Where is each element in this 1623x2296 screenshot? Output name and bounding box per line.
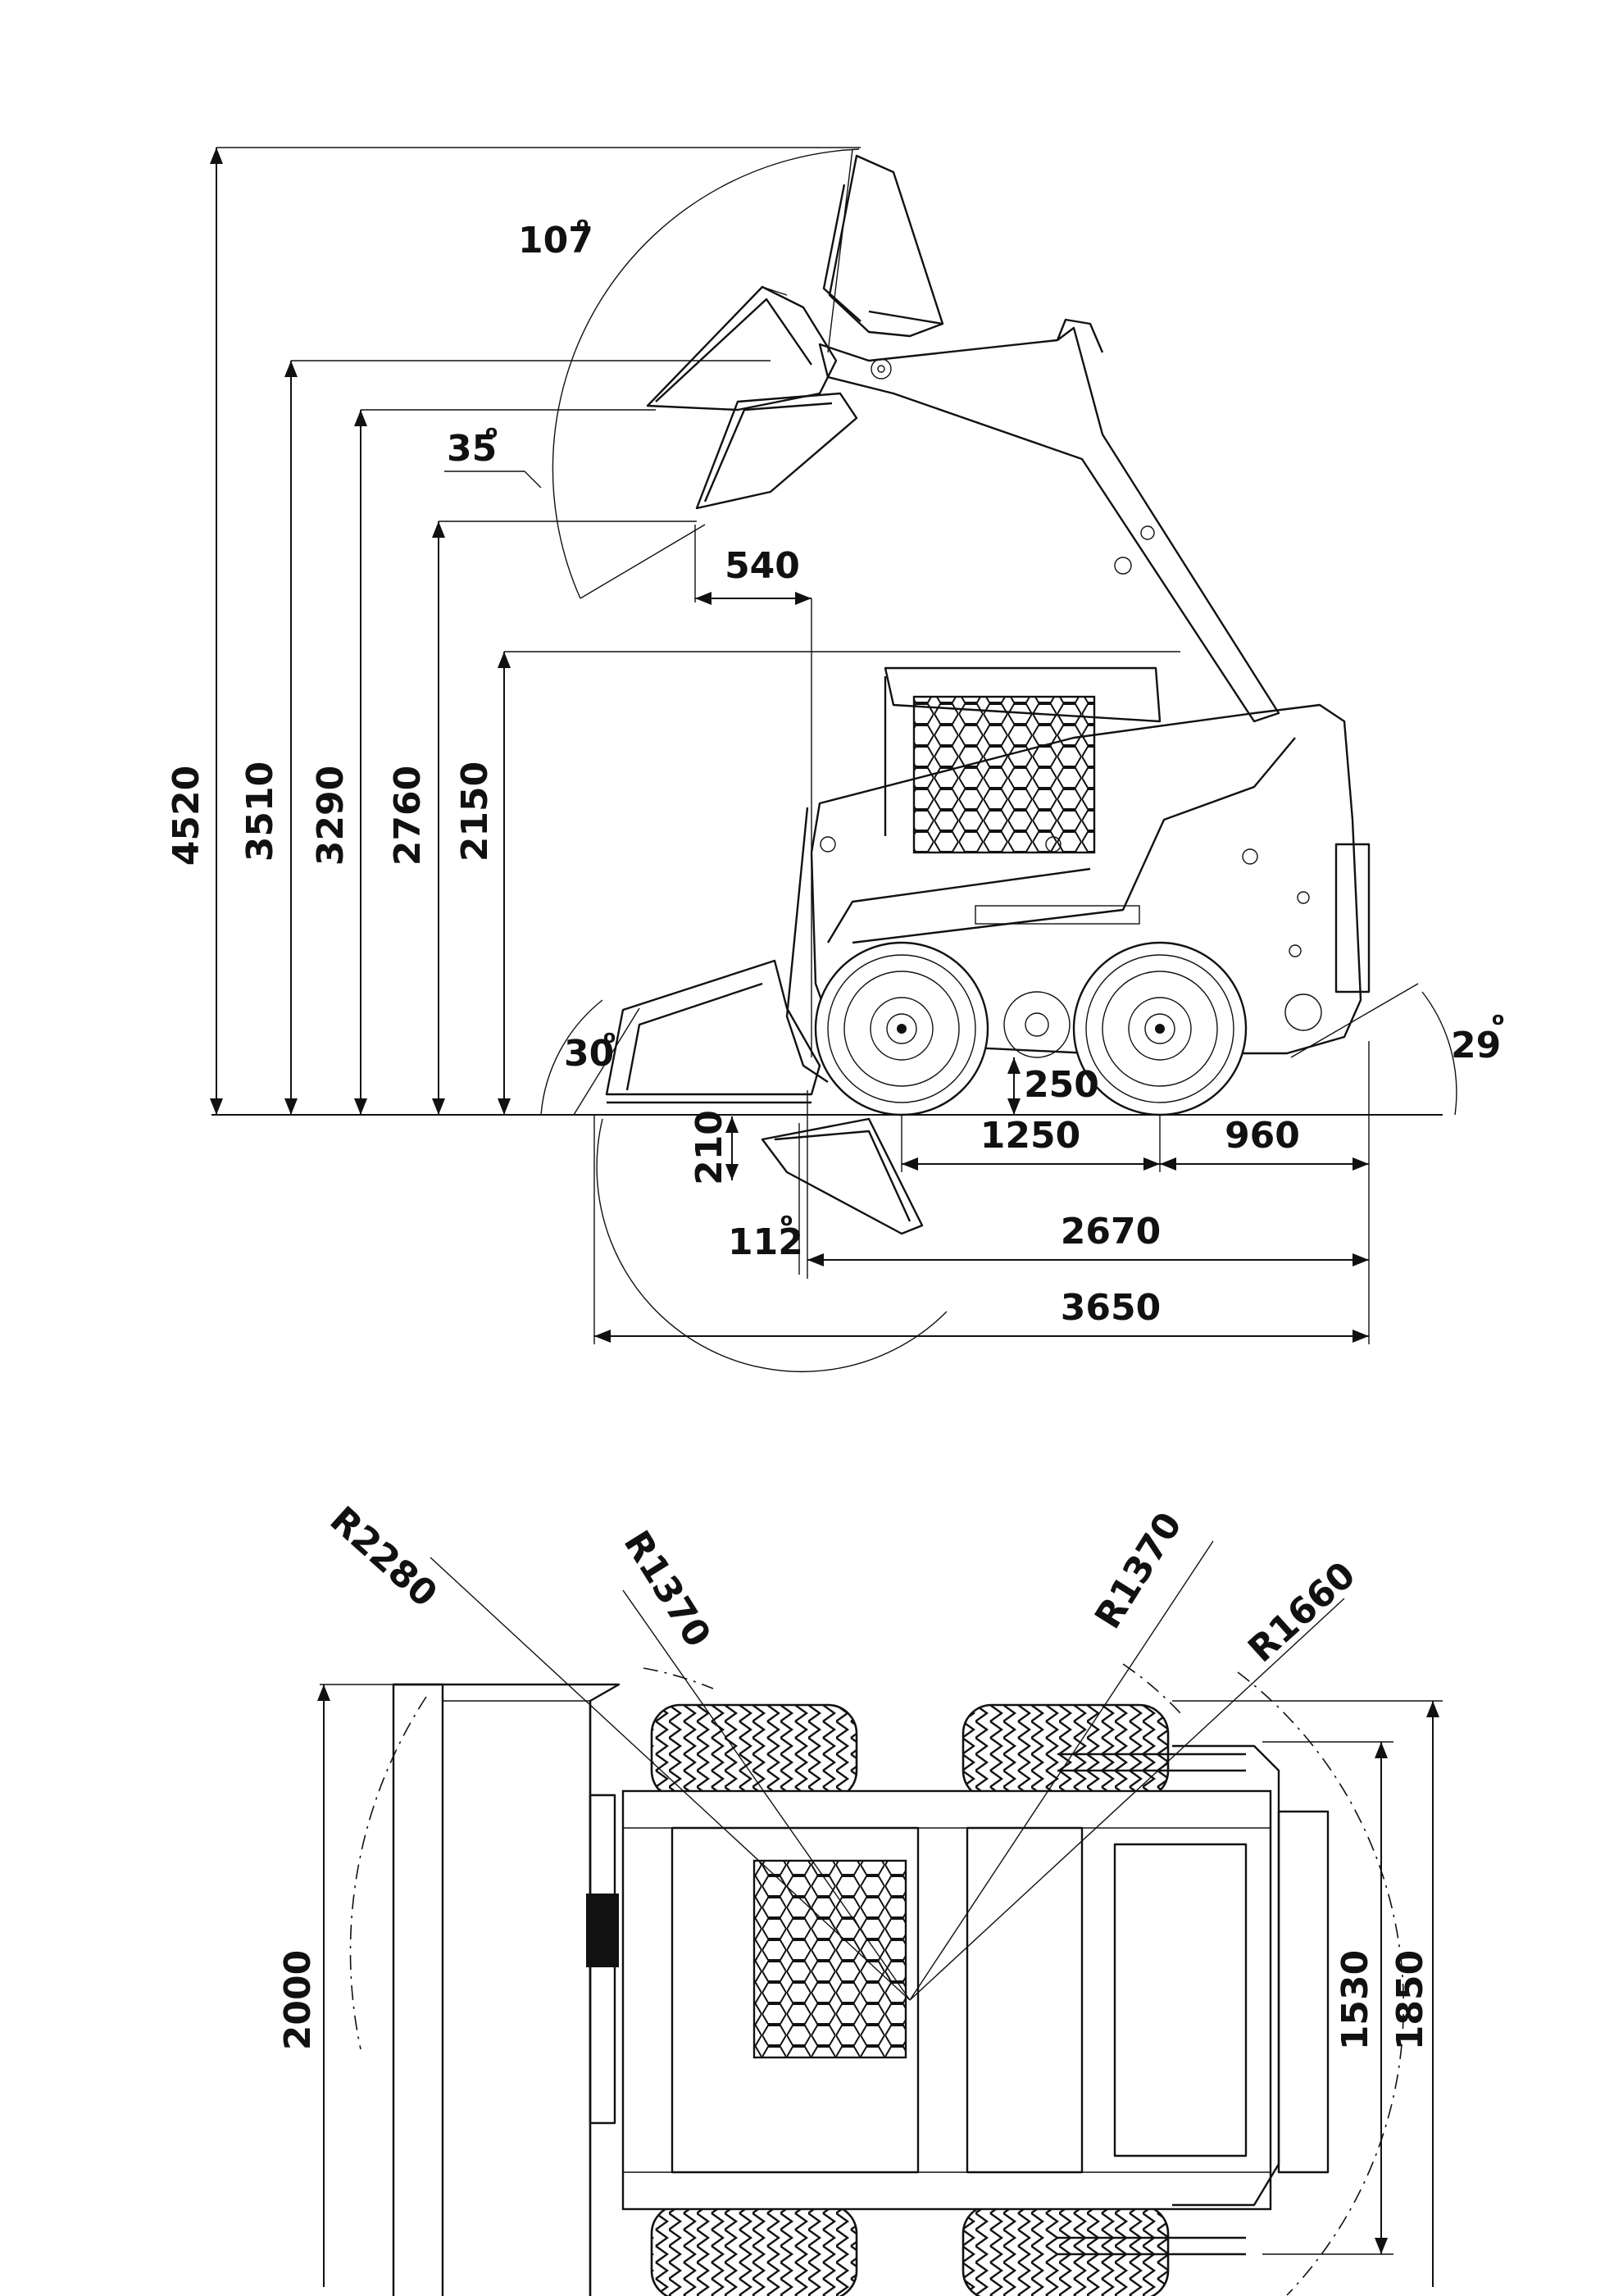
height-3290-label: 3290 xyxy=(310,766,352,866)
length-overall-label: 3650 xyxy=(1061,1287,1161,1329)
radius-1370-left-label: R1370 xyxy=(616,1524,719,1655)
rollback-angle: 30 o xyxy=(540,999,640,1116)
bucket-depth-dimension: 210 xyxy=(689,1110,739,1185)
radius-1370-right-label: R1370 xyxy=(1087,1505,1190,1636)
bucket-digging: 112 o xyxy=(596,1117,948,1373)
dump-angle-arc: 107 o 35 o xyxy=(444,148,860,599)
bucket-width-label: 2000 xyxy=(277,1950,319,2050)
height-dimensions: 4520 3510 3290 2760 2150 xyxy=(166,147,1180,1115)
svg-text:o: o xyxy=(485,422,498,443)
rear-left-tire xyxy=(962,1703,1170,1801)
cab-cage xyxy=(912,695,1096,854)
length-no-bucket-label: 2670 xyxy=(1061,1211,1161,1253)
length-dimensions: 1250 960 2670 3650 xyxy=(593,1041,1370,1344)
angle-112-label: 112 xyxy=(728,1221,803,1263)
svg-text:o: o xyxy=(603,1027,616,1048)
radius-2280-label: R2280 xyxy=(322,1498,445,1616)
width-dimensions: 2000 1530 1850 xyxy=(277,1684,1443,2287)
wheelbase-label: 1250 xyxy=(980,1115,1080,1157)
height-2150-label: 2150 xyxy=(454,762,496,862)
overall-width-label: 1850 xyxy=(1389,1950,1431,2050)
ground-clearance-label: 250 xyxy=(1024,1064,1099,1106)
bucket-lowered xyxy=(605,959,821,1104)
height-4520-label: 4520 xyxy=(166,766,207,866)
angle-107-label: 107 xyxy=(518,220,593,261)
reach-540-label: 540 xyxy=(725,545,800,587)
rear-right-tire xyxy=(962,2203,1170,2296)
front-right-tire xyxy=(650,2203,858,2296)
rear-overhang-label: 960 xyxy=(1225,1115,1300,1157)
chassis-top xyxy=(621,1744,1330,2256)
bucket-depth-label: 210 xyxy=(689,1110,730,1185)
height-3510-label: 3510 xyxy=(239,762,281,862)
bucket-raised-mid xyxy=(646,285,838,411)
reach-dimension: 540 xyxy=(694,525,812,1057)
angle-29-label: 29 xyxy=(1451,1025,1501,1066)
svg-text:o: o xyxy=(780,1210,793,1230)
bucket-dumping xyxy=(695,392,858,510)
angle-35-label: 35 xyxy=(447,428,497,470)
svg-text:o: o xyxy=(1492,1009,1504,1030)
ground-clearance-dimension: 250 xyxy=(1007,1057,1099,1115)
lift-arm xyxy=(818,318,1280,723)
top-wheels xyxy=(650,1703,1170,2296)
rear-wheel xyxy=(1072,941,1248,1116)
height-2760-label: 2760 xyxy=(387,766,429,866)
radius-1660-label: R1660 xyxy=(1240,1554,1363,1671)
svg-text:o: o xyxy=(576,214,589,234)
departure-angle: 29 o xyxy=(1290,983,1504,1116)
track-width-label: 1530 xyxy=(1334,1950,1376,2050)
top-view: R2280 R1370 R1370 R1660 2000 1530 1850 xyxy=(277,1498,1443,2296)
front-wheel xyxy=(814,941,989,1116)
bucket-raised-top xyxy=(822,154,944,338)
angle-30-label: 30 xyxy=(564,1033,614,1075)
front-left-tire xyxy=(650,1703,858,1801)
top-cage xyxy=(752,1859,907,2059)
side-view: 4520 3510 3290 2760 2150 540 107 o 35 o xyxy=(166,147,1504,1373)
bucket-top xyxy=(392,1683,621,2296)
